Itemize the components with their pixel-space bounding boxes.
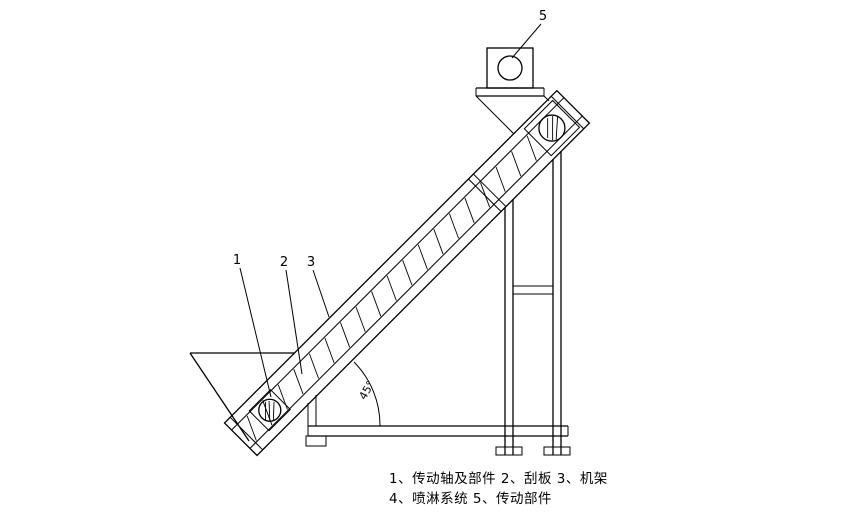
motor-bracket-left xyxy=(475,95,515,135)
conveyor-outer-frame xyxy=(223,89,591,457)
conveyor-joint-line-1 xyxy=(468,178,502,212)
bottom-shaft-bearing xyxy=(248,389,291,432)
motor-body xyxy=(486,47,534,89)
motor-shaft-circle xyxy=(497,55,523,81)
legend-line-1: 1、传动轴及部件 2、刮板 3、机架 xyxy=(389,471,608,487)
legend-line-2: 4、喷淋系统 5、传动部件 xyxy=(389,491,552,507)
top-shaft-circle xyxy=(538,114,566,142)
conveyor-inner-line-bottom xyxy=(249,115,583,449)
angle-dimension: 45° xyxy=(353,361,381,427)
leader-line-3 xyxy=(312,269,330,318)
conveyor-body xyxy=(223,89,591,457)
bottom-bearing-housing xyxy=(248,389,291,432)
legend: 1、传动轴及部件 2、刮板 3、机架 4、喷淋系统 5、传动部件 xyxy=(389,471,608,507)
conveyor-bottom-cap xyxy=(229,416,264,451)
support-frame xyxy=(305,151,571,456)
drive-motor-assembly xyxy=(475,47,550,135)
angle-label: 45° xyxy=(356,379,377,402)
hopper-slope-edge xyxy=(189,352,250,442)
feed-hopper xyxy=(189,352,295,442)
callout-3: 3 xyxy=(307,255,315,270)
bottom-shaft-circle xyxy=(258,398,282,422)
left-leg-foot xyxy=(495,446,523,456)
leader-line-2 xyxy=(285,269,303,375)
top-bearing-housing xyxy=(523,99,581,157)
conveyor-top-cap xyxy=(550,95,585,130)
left-foot xyxy=(305,435,327,447)
top-shaft-bearing xyxy=(523,99,581,157)
right-leg-foot xyxy=(543,446,571,456)
callout-5: 5 xyxy=(539,9,547,24)
motor-bracket-right xyxy=(543,95,550,102)
conveyor-inner-line-top xyxy=(231,97,565,431)
callout-2: 2 xyxy=(280,255,288,270)
leader-line-1 xyxy=(239,267,272,398)
leader-line-5 xyxy=(511,23,542,59)
callouts: 1 2 3 5 xyxy=(233,9,547,398)
conveyor-joint-line-2 xyxy=(473,173,507,207)
angle-arc xyxy=(353,361,381,427)
callout-1: 1 xyxy=(233,253,241,268)
scraper-hatch-ticks xyxy=(246,135,537,441)
